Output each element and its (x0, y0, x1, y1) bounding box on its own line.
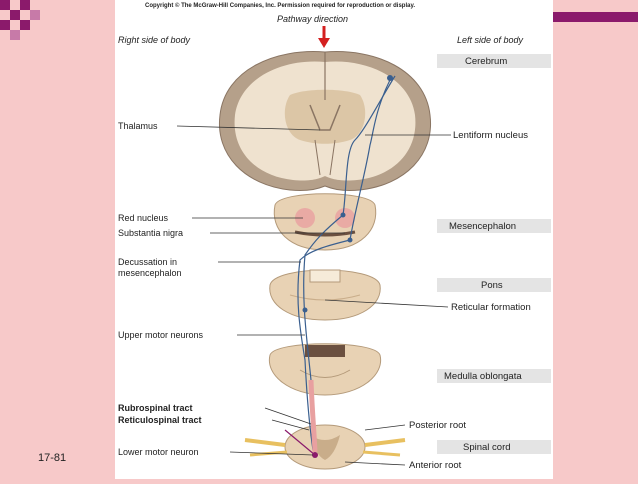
label-lower-motor-neuron: Lower motor neuron (118, 447, 199, 457)
label-upper-motor-neurons: Upper motor neurons (118, 330, 204, 340)
label-red-nucleus: Red nucleus (118, 213, 169, 223)
label-reticulospinal-tract: Reticulospinal tract (118, 415, 202, 425)
pathway-arrow-icon (318, 26, 330, 48)
lower-motor-axon (284, 429, 316, 456)
label-mesencephalon: Mesencephalon (449, 221, 516, 232)
pons-section (269, 269, 381, 321)
label-pons: Pons (481, 280, 503, 291)
label-reticular-formation: Reticular formation (451, 302, 531, 313)
label-anterior-root: Anterior root (409, 460, 462, 471)
rubrospinal-tract-shape (308, 379, 318, 453)
label-lentiform-nucleus: Lentiform nucleus (453, 130, 528, 141)
slide-number: 17-81 (38, 452, 67, 464)
left-callouts (176, 125, 345, 456)
checker-decoration (0, 0, 40, 40)
label-medulla-oblongata: Medulla oblongata (444, 371, 522, 382)
cerebrum-section (218, 51, 432, 191)
left-side-label: Left side of body (457, 35, 524, 45)
label-rubrospinal-tract: Rubrospinal tract (118, 403, 193, 413)
diagram-panel: Copyright © The McGraw-Hill Companies, I… (115, 0, 553, 479)
label-decussation-line1: Decussation in (118, 257, 177, 267)
label-thalamus: Thalamus (118, 121, 158, 131)
copyright-notice: Copyright © The McGraw-Hill Companies, I… (145, 2, 415, 9)
label-substantia-nigra: Substantia nigra (118, 228, 183, 238)
neuro-pathway-diagram: Copyright © The McGraw-Hill Companies, I… (118, 2, 551, 471)
label-decussation-line2: mesencephalon (118, 268, 182, 278)
medulla-label-box (437, 369, 551, 383)
spinal-cord-section (244, 424, 406, 470)
label-cerebrum: Cerebrum (465, 56, 507, 67)
mesencephalon-section (273, 193, 377, 251)
cerebrum-label-box (437, 54, 551, 68)
medulla-section (268, 343, 382, 396)
right-side-label: Right side of body (118, 35, 191, 45)
pathway-direction-label: Pathway direction (277, 14, 348, 24)
spinal-cord-label-box (437, 440, 551, 454)
label-posterior-root: Posterior root (409, 420, 466, 431)
substantia-neuron (347, 237, 353, 243)
right-callouts (324, 134, 451, 466)
red-nucleus-neuron (340, 212, 346, 218)
label-spinal-cord: Spinal cord (463, 442, 511, 453)
pons-label-box (437, 278, 551, 292)
cortex-neuron (387, 75, 393, 81)
mesencephalon-label-box (437, 219, 551, 233)
reticular-neuron (302, 307, 308, 313)
